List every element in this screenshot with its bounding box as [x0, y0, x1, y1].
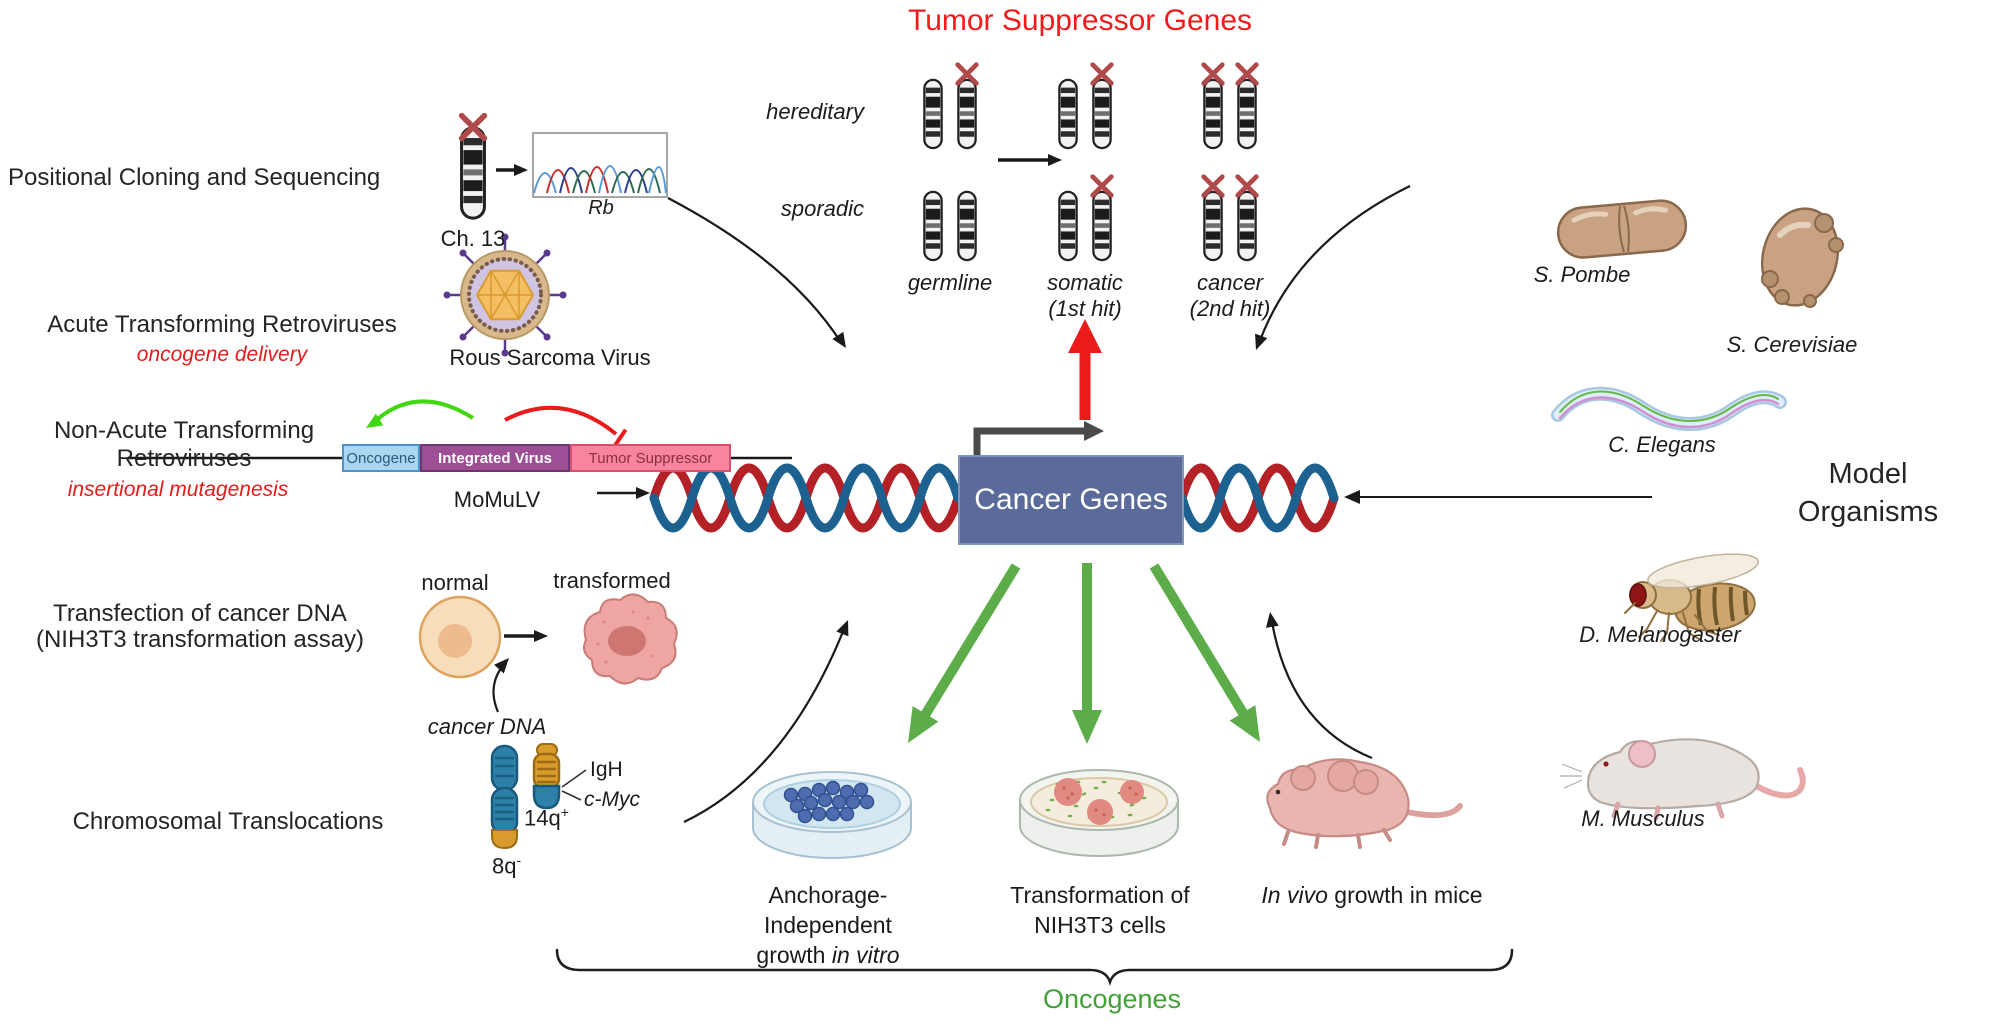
oncogene-assay-arrows	[908, 563, 1260, 744]
ch13-chromosome-icon	[462, 116, 528, 219]
col-label-somatic-hit: (1st hit)	[1048, 296, 1122, 321]
assay3-line1: In vivo growth in mice	[1261, 882, 1482, 909]
row-label-hereditary: hereditary	[766, 99, 864, 124]
petri-dish-foci-icon	[1019, 769, 1179, 857]
subheading-insertional-mutagenesis: insertional mutagenesis	[67, 478, 289, 501]
heading-transfection-line1: Transfection of cancer DNA	[53, 600, 347, 627]
provirus-construct-lines	[128, 399, 792, 460]
assay3-italic: In vivo	[1261, 882, 1328, 908]
transformed-cell-icon	[583, 593, 678, 685]
cmyc-label: c-Myc	[584, 788, 640, 811]
heading-nonacute-line1: Non-Acute Transforming	[53, 417, 315, 444]
model-organisms-line2: Organisms	[1797, 496, 1939, 528]
heading-acute-retroviruses: Acute Transforming Retroviruses	[47, 311, 397, 338]
translocation-chromosomes-icon	[490, 743, 587, 850]
assay3-plain: growth in mice	[1327, 882, 1483, 908]
s-cerevisiae-icon	[1760, 207, 1844, 308]
ch13-label: Ch. 13	[440, 226, 506, 251]
chr14q-text: 14q	[524, 805, 561, 831]
transformed-cell-label: transformed	[553, 568, 671, 593]
chr8q-text: 8q	[492, 853, 517, 879]
chr14q-label: 14q+	[524, 804, 569, 831]
chr8q-sup: -	[516, 852, 522, 868]
chr14q-sup: +	[560, 804, 569, 820]
cancer-dna-label: cancer DNA	[427, 714, 547, 739]
left-entry-arrow	[597, 487, 650, 499]
tumor-mouse-icon	[1266, 758, 1463, 849]
normal-cell-icon	[418, 595, 502, 679]
d-melanogaster-label: D. Melanogaster	[1579, 622, 1741, 647]
lab-mouse-icon	[1560, 738, 1806, 821]
oncogenes-label: Oncogenes	[1042, 984, 1182, 1014]
chr8q-label: 8q-	[492, 852, 521, 879]
normal-cell-label: normal	[421, 570, 489, 595]
assay1-line1: Anchorage-	[768, 882, 888, 908]
virus-icon	[443, 233, 567, 357]
cell-transform-arrow	[504, 630, 548, 642]
s-cerevisiae-label: S. Cerevisiae	[1726, 332, 1858, 357]
fruit-fly-icon	[1624, 553, 1759, 642]
tumor-suppressor-arrow	[1068, 319, 1102, 420]
col-label-somatic: somatic	[1047, 270, 1123, 295]
col-label-cancer: cancer	[1196, 270, 1264, 295]
igh-label: IgH	[590, 758, 623, 781]
rb-gene-label: Rb	[588, 197, 614, 219]
col-label-cancer-hit: (2nd hit)	[1189, 296, 1271, 321]
dna-helix-icon	[649, 463, 1339, 533]
heading-positional-cloning: Positional Cloning and Sequencing	[8, 164, 381, 191]
tumor-suppressor-title: Tumor Suppressor Genes	[907, 4, 1253, 37]
assay2-line1: Transformation of	[1010, 882, 1190, 908]
row-label-sporadic: sporadic	[780, 196, 864, 221]
curved-connector-arrows	[667, 185, 1411, 823]
assay1-line2: Independent	[764, 912, 892, 938]
assay1-line3-italic: in vitro	[831, 942, 900, 968]
col-label-germline: germline	[907, 270, 993, 295]
assay1-line3: growth in vitro	[756, 942, 899, 969]
cancer-genes-box: Cancer Genes	[958, 455, 1184, 545]
heading-transfection-line2: (NIH3T3 transformation assay)	[35, 626, 365, 653]
heading-chromosomal-translocations: Chromosomal Translocations	[72, 808, 384, 835]
s-pombe-label: S. Pombe	[1533, 262, 1631, 287]
momulv-label: MoMuLV	[453, 487, 541, 512]
assay1-line3-plain: growth	[756, 942, 832, 968]
m-musculus-label: M. Musculus	[1581, 806, 1705, 831]
heading-nonacute-line2: Retroviruses	[116, 445, 252, 472]
c-elegans-icon	[1551, 386, 1787, 432]
assay2-line2: NIH3T3 cells	[1034, 912, 1166, 938]
right-entry-arrow	[1344, 490, 1652, 504]
subheading-oncogene-delivery: oncogene delivery	[136, 343, 308, 366]
petri-dish-colonies-icon	[752, 771, 912, 859]
s-pombe-icon	[1556, 199, 1688, 259]
curved-connector-arrowheads	[832, 331, 1279, 637]
rous-sarcoma-virus-label: Rous Sarcoma Virus	[449, 345, 651, 370]
integrated-virus-box: Integrated Virus	[420, 444, 570, 472]
oncogenes-brace	[555, 948, 1514, 986]
sequencing-trace-icon	[532, 132, 668, 198]
model-organisms-line1: Model	[1828, 458, 1908, 490]
promoter-arrow	[973, 421, 1104, 457]
oncogene-box: Oncogene	[342, 444, 420, 472]
two-hit-chromosomes-icon	[924, 65, 1256, 260]
c-elegans-label: C. Elegans	[1608, 432, 1716, 457]
cancer-dna-arrow	[492, 658, 509, 713]
tumor-suppressor-box: Tumor Suppressor	[570, 444, 731, 472]
